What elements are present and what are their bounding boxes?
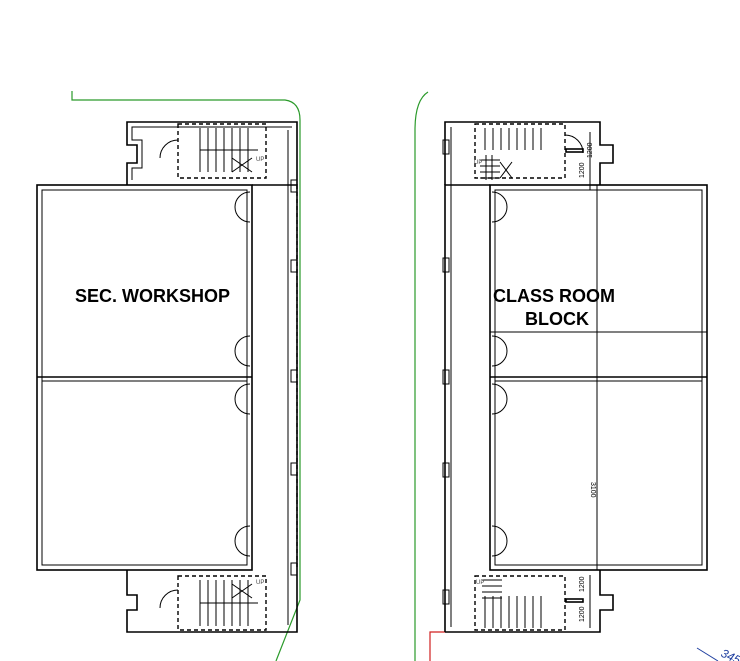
dimension-label: 1200 xyxy=(579,162,586,178)
site-boundary-left xyxy=(71,91,301,661)
dimension-label: 3100 xyxy=(589,482,596,498)
stair-up-label: UP xyxy=(474,160,482,166)
dimension-label: 1200 xyxy=(579,576,586,592)
dimension-lines xyxy=(490,132,707,628)
stair-up-label: UP xyxy=(476,580,484,586)
left-building: UP UP SEC. WORKSHOP xyxy=(36,121,298,633)
dimension-label: 1200 xyxy=(587,142,594,158)
doors xyxy=(159,139,251,609)
stair-up-label: UP xyxy=(256,580,264,586)
columns xyxy=(290,179,298,576)
top-stair-tower xyxy=(444,121,614,185)
top-stair xyxy=(474,123,584,180)
bottom-stair-tower xyxy=(126,570,298,633)
bottom-stair xyxy=(177,575,267,631)
dimension-label: 1200 xyxy=(579,606,586,622)
site-boundary-right xyxy=(414,91,429,661)
corner-annotation: 345 xyxy=(719,646,740,661)
building-label-classroom-line1: CLASS ROOM xyxy=(493,286,615,306)
top-stair-tower xyxy=(126,121,298,185)
annotation-leader xyxy=(696,647,719,661)
corridor-wall xyxy=(444,184,490,632)
columns xyxy=(442,139,450,605)
top-stair xyxy=(177,123,267,179)
doors xyxy=(491,134,584,557)
stair-up-label: UP xyxy=(256,157,264,163)
corridor-wall xyxy=(252,184,298,570)
building-label-classroom-line2: BLOCK xyxy=(525,309,589,329)
bottom-stair-tower xyxy=(445,570,614,633)
site-marker-red xyxy=(429,631,445,661)
right-building: UP UP 1200 1200 1200 1200 3100 CLASS ROO… xyxy=(442,121,708,633)
bottom-stair xyxy=(474,575,584,631)
building-label-workshop: SEC. WORKSHOP xyxy=(75,286,230,306)
